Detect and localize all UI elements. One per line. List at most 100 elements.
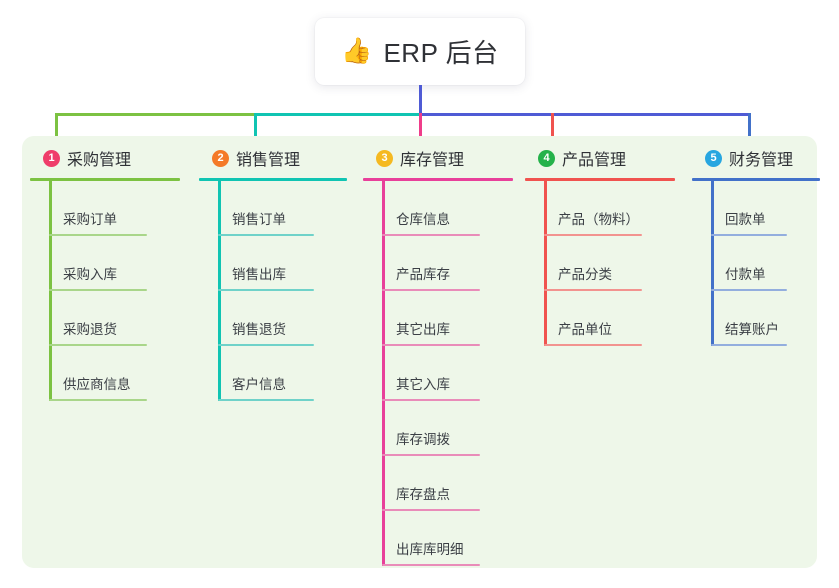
subitem[interactable]: 产品库存 [363, 236, 513, 291]
subitem-spine-1 [49, 181, 52, 401]
connector-drop-5 [748, 113, 751, 148]
subitem-label: 销售出库 [232, 267, 286, 282]
subitem-label: 库存盘点 [396, 487, 450, 502]
subitem-label: 出库库明细 [396, 542, 464, 557]
category-badge-1: 1 [43, 149, 60, 167]
category-rule-2 [199, 178, 347, 181]
subitem[interactable]: 销售订单 [199, 181, 347, 236]
subitem[interactable]: 销售退货 [199, 291, 347, 346]
root-title: ERP 后台 [383, 38, 499, 68]
subitem-label: 产品（物料） [558, 212, 639, 227]
subitem-label: 客户信息 [232, 377, 286, 392]
subitem[interactable]: 产品单位 [525, 291, 675, 346]
category-badge-3: 3 [376, 149, 393, 167]
thumbs-up-icon: 👍 [341, 37, 373, 65]
subitem-rule [382, 564, 480, 566]
subitem-spine-4 [544, 181, 547, 346]
subitem-rule [711, 234, 787, 236]
category-header-3[interactable]: 3 库存管理 [363, 145, 513, 171]
subitem-list-3: 仓库信息产品库存其它出库其它入库库存调拨库存盘点出库库明细 [363, 181, 513, 566]
subitem[interactable]: 采购入库 [30, 236, 180, 291]
subitem[interactable]: 销售出库 [199, 236, 347, 291]
subitem-rule [382, 234, 480, 236]
subitem[interactable]: 库存盘点 [363, 456, 513, 511]
subitem-label: 库存调拨 [396, 432, 450, 447]
category-title-3: 库存管理 [400, 152, 465, 169]
category-column-3: 3 库存管理仓库信息产品库存其它出库其它入库库存调拨库存盘点出库库明细 [363, 145, 513, 566]
category-header-2[interactable]: 2 销售管理 [199, 145, 347, 171]
subitem-label: 采购订单 [63, 212, 117, 227]
subitem-label: 仓库信息 [396, 212, 450, 227]
connector-bus-indigo [419, 113, 751, 116]
subitem-rule [218, 399, 314, 401]
subitem-label: 回款单 [725, 212, 766, 227]
subitem-spine-5 [711, 181, 714, 346]
subitem-spine-2 [218, 181, 221, 401]
subitem[interactable]: 库存调拨 [363, 401, 513, 456]
subitem[interactable]: 其它入库 [363, 346, 513, 401]
subitem-list-2: 销售订单销售出库销售退货客户信息 [199, 181, 347, 401]
connector-drop-1 [55, 113, 58, 148]
subitem-rule [711, 344, 787, 346]
subitem-label: 销售订单 [232, 212, 286, 227]
subitem[interactable]: 产品（物料） [525, 181, 675, 236]
subitem[interactable]: 回款单 [692, 181, 820, 236]
subitem-label: 产品分类 [558, 267, 612, 282]
subitem[interactable]: 其它出库 [363, 291, 513, 346]
subitem-label: 采购入库 [63, 267, 117, 282]
category-rule-4 [525, 178, 675, 181]
category-column-2: 2 销售管理销售订单销售出库销售退货客户信息 [199, 145, 347, 401]
subitem[interactable]: 供应商信息 [30, 346, 180, 401]
subitem-label: 产品库存 [396, 267, 450, 282]
subitem-label: 供应商信息 [63, 377, 131, 392]
subitem-rule [544, 234, 642, 236]
subitem-rule [382, 344, 480, 346]
connector-drop-2 [254, 113, 257, 148]
subitem-rule [544, 344, 642, 346]
connector-drop-3 [419, 113, 422, 148]
subitem-rule [382, 454, 480, 456]
category-title-5: 财务管理 [729, 152, 794, 169]
subitem-rule [218, 289, 314, 291]
category-rule-1 [30, 178, 180, 181]
subitem[interactable]: 结算账户 [692, 291, 820, 346]
subitem-rule [382, 399, 480, 401]
subitem-rule [711, 289, 787, 291]
subitem[interactable]: 产品分类 [525, 236, 675, 291]
subitem-label: 销售退货 [232, 322, 286, 337]
subitem-list-5: 回款单付款单结算账户 [692, 181, 820, 346]
subitem-label: 付款单 [725, 267, 766, 282]
subitem[interactable]: 采购退货 [30, 291, 180, 346]
connector-bus-green [55, 113, 257, 116]
subitem-rule [49, 289, 147, 291]
subitem-rule [382, 509, 480, 511]
subitem-rule [382, 289, 480, 291]
subitem[interactable]: 采购订单 [30, 181, 180, 236]
category-rule-3 [363, 178, 513, 181]
connector-root-stem [419, 85, 422, 116]
subitem[interactable]: 付款单 [692, 236, 820, 291]
subitem[interactable]: 客户信息 [199, 346, 347, 401]
subitem-list-1: 采购订单采购入库采购退货供应商信息 [30, 181, 180, 401]
subitem-spine-3 [382, 181, 385, 566]
connector-drop-4 [551, 113, 554, 148]
subitem-label: 产品单位 [558, 322, 612, 337]
connector-bus-teal [254, 113, 422, 116]
subitem-rule [218, 344, 314, 346]
root-node[interactable]: 👍 ERP 后台 [315, 18, 525, 85]
root-node-content: 👍 ERP 后台 [341, 33, 498, 70]
subitem-rule [544, 289, 642, 291]
subitem[interactable]: 出库库明细 [363, 511, 513, 566]
category-badge-2: 2 [212, 149, 229, 167]
subitem-rule [49, 234, 147, 236]
category-title-2: 销售管理 [236, 152, 301, 169]
subitem[interactable]: 仓库信息 [363, 181, 513, 236]
category-rule-5 [692, 178, 820, 181]
subitem-rule [218, 234, 314, 236]
